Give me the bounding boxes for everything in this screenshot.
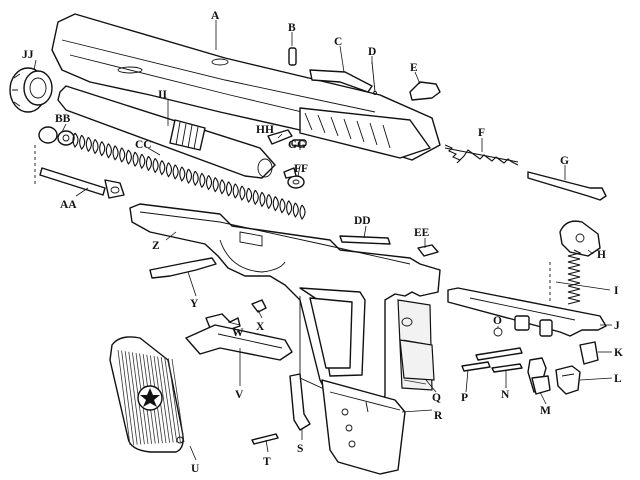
label-b: B [288, 22, 296, 34]
part-slide-stop-dd [339, 235, 391, 245]
label-u: U [191, 463, 200, 475]
label-cc: CC [135, 139, 152, 151]
part-slide-a [51, 13, 441, 161]
part-q [399, 339, 435, 381]
label-d: D [368, 46, 376, 58]
label-n: N [501, 389, 510, 401]
label-t: T [263, 456, 271, 468]
part-extractor-c [309, 69, 373, 93]
label-ff: FF [294, 163, 308, 175]
part-latch-ff [283, 167, 305, 189]
part-j [447, 287, 607, 337]
part-rear-sight-e [409, 81, 441, 101]
label-y: Y [190, 298, 199, 310]
label-w: W [232, 327, 244, 339]
label-dd: DD [354, 215, 371, 227]
label-q: Q [432, 392, 441, 404]
label-i: I [614, 285, 619, 297]
part-pin-t [251, 433, 279, 445]
part-recoil-spring-cc [72, 132, 306, 220]
label-j: J [614, 320, 620, 332]
part-hammer-h [559, 220, 601, 257]
part-pin-b [288, 47, 297, 66]
part-trigger-y [149, 257, 217, 279]
part-link-hh [267, 129, 293, 145]
part-guide-rod-aa [34, 145, 125, 199]
part-l [555, 365, 581, 395]
part-bushing-jj [9, 67, 53, 113]
label-e: E [410, 62, 418, 74]
label-hh: HH [256, 124, 274, 136]
part-mainspring-i [549, 249, 582, 305]
label-p: P [461, 392, 468, 404]
part-pin-p [461, 347, 523, 372]
label-s: S [297, 443, 303, 455]
part-spring-f [444, 144, 519, 166]
label-g: G [560, 155, 569, 167]
part-housing-v [185, 324, 293, 361]
label-v: V [235, 389, 244, 401]
label-aa: AA [60, 199, 77, 211]
leader-lines [33, 20, 613, 461]
label-z: Z [152, 240, 160, 252]
part-pin-d [371, 61, 377, 95]
label-x: X [256, 321, 265, 333]
label-l: L [614, 373, 622, 385]
part-firing-pin-g [527, 171, 607, 201]
part-k [579, 341, 599, 365]
part-pin-gg [291, 139, 307, 147]
label-h: H [597, 249, 606, 261]
label-r: R [434, 410, 443, 422]
part-magazine-r [321, 379, 406, 475]
part-ee [417, 244, 439, 257]
label-jj: JJ [22, 49, 34, 61]
label-m: M [540, 405, 551, 417]
part-disconnector-s [289, 373, 311, 431]
label-gg: GG [288, 139, 306, 151]
part-guide-bb [38, 126, 75, 146]
label-ii: II [158, 89, 167, 101]
part-grip-u [109, 336, 185, 453]
part-labels: A B C D E F G H I J K L M N O P Q R S T … [22, 10, 623, 475]
label-a: A [211, 10, 220, 22]
part-m [527, 357, 551, 395]
label-o: O [493, 315, 502, 327]
label-c: C [334, 36, 342, 48]
part-screw-x [251, 299, 267, 313]
label-bb: BB [55, 113, 71, 125]
label-k: K [614, 347, 623, 359]
part-pin-n [491, 363, 523, 373]
part-pin-o [493, 327, 503, 337]
part-barrel-ii [57, 85, 276, 179]
label-ee: EE [414, 227, 430, 239]
label-f: F [478, 127, 485, 139]
